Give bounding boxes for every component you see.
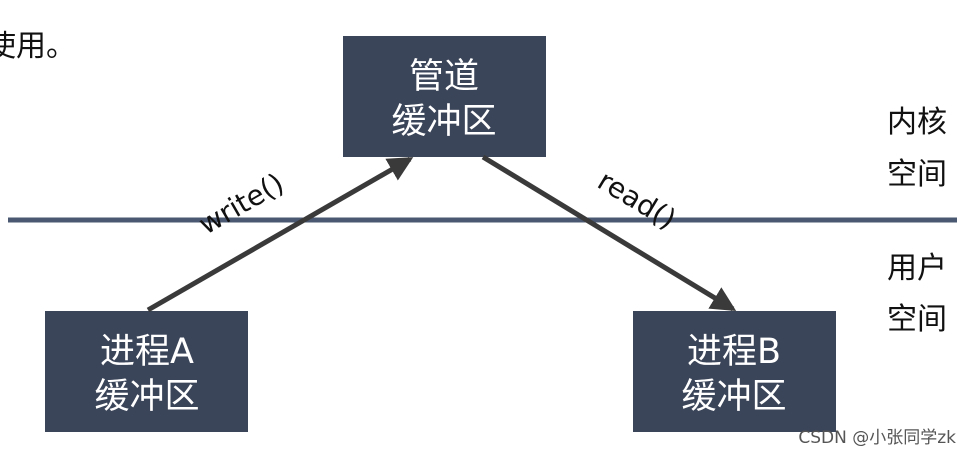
pipe-buffer-label-line2: 缓冲区 <box>391 102 496 142</box>
top-text-fragment: 使用。 <box>0 29 76 64</box>
process-a-buffer-label-line2: 缓冲区 <box>94 377 199 417</box>
csdn-watermark: CSDN @小张同学zk <box>798 428 956 448</box>
pipe-buffer-rect <box>343 36 546 157</box>
process-a-buffer-box: 进程A 缓冲区 <box>45 311 248 432</box>
read-arrow <box>481 154 737 312</box>
read-arrow-label: read() <box>592 164 682 236</box>
user-space-label-line1: 用户 <box>887 251 947 286</box>
process-b-buffer-rect <box>633 311 836 432</box>
pipe-buffer-box: 管道 缓冲区 <box>343 36 546 157</box>
process-b-buffer-label-line1: 进程B <box>687 332 781 372</box>
process-a-buffer-rect <box>45 311 248 432</box>
kernel-space-label-line1: 内核 <box>887 105 947 140</box>
process-b-buffer-label-line2: 缓冲区 <box>681 377 786 417</box>
user-space-label-line2: 空间 <box>887 302 947 337</box>
write-arrow <box>146 156 414 313</box>
kernel-space-label-line2: 空间 <box>887 157 947 192</box>
pipe-buffer-label-line1: 管道 <box>409 57 479 97</box>
process-a-buffer-label-line1: 进程A <box>100 332 194 372</box>
process-b-buffer-box: 进程B 缓冲区 <box>633 311 836 432</box>
write-arrow-label: write() <box>193 166 289 241</box>
